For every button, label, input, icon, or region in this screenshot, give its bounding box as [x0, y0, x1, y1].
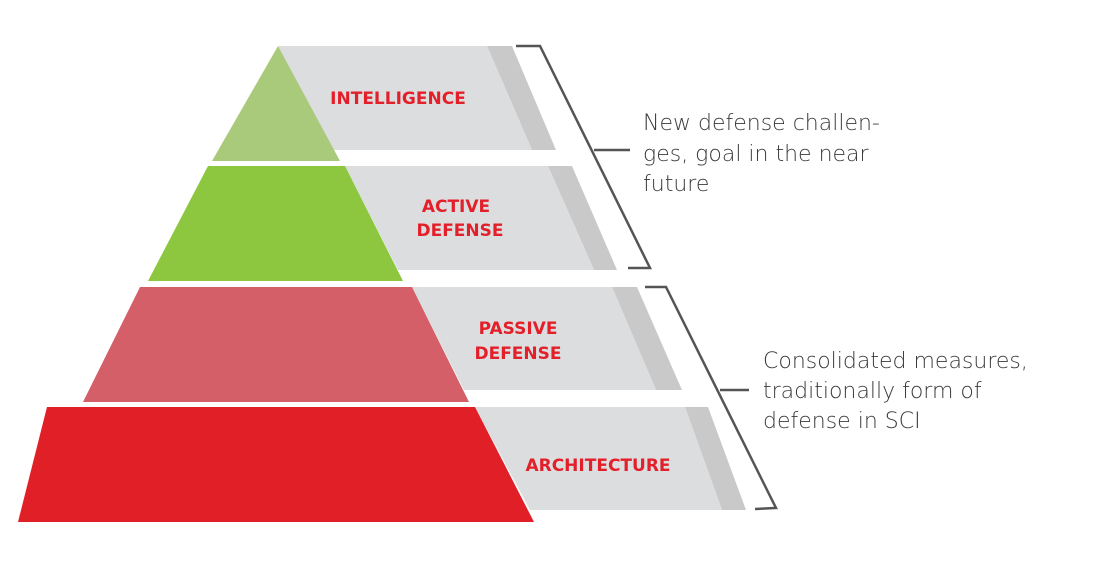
band — [345, 166, 594, 270]
bracket-upper — [516, 44, 653, 270]
layer-label: ACTIVE — [422, 197, 490, 217]
layer-active-defense: ACTIVE DEFENSE — [148, 166, 617, 281]
annotation-line: ges, goal in the near — [643, 142, 870, 167]
band-shadow — [685, 407, 746, 510]
band-shadow — [612, 287, 682, 390]
band-shadow — [548, 166, 617, 270]
pyramid-tier — [83, 287, 469, 402]
band — [475, 407, 722, 510]
layer-label: INTELLIGENCE — [330, 89, 466, 109]
layer-label: DEFENSE — [474, 344, 561, 364]
annotation-line: Consolidated measures, — [763, 349, 1028, 374]
annotation-upper: New defense challen- ges, goal in the ne… — [643, 111, 880, 197]
pyramid-tier — [18, 407, 534, 522]
annotation-line: New defense challen- — [643, 111, 880, 136]
pyramid-tier — [212, 46, 340, 161]
layer-label: PASSIVE — [479, 319, 558, 339]
annotation-line: future — [643, 172, 709, 197]
layer-label: DEFENSE — [416, 221, 503, 241]
bracket-lower — [645, 285, 778, 511]
band — [412, 287, 656, 390]
band-shadow — [487, 46, 556, 150]
band — [278, 46, 532, 150]
annotation-line: traditionally form of — [763, 379, 982, 404]
layer-passive-defense: PASSIVE DEFENSE — [83, 287, 682, 402]
layer-intelligence: INTELLIGENCE — [212, 46, 556, 161]
layer-label: ARCHITECTURE — [525, 456, 670, 476]
layer-architecture: ARCHITECTURE — [18, 407, 746, 522]
annotation-line: defense in SCI — [763, 409, 921, 434]
annotation-lower: Consolidated measures, traditionally for… — [763, 349, 1028, 434]
pyramid-tier — [148, 166, 403, 281]
